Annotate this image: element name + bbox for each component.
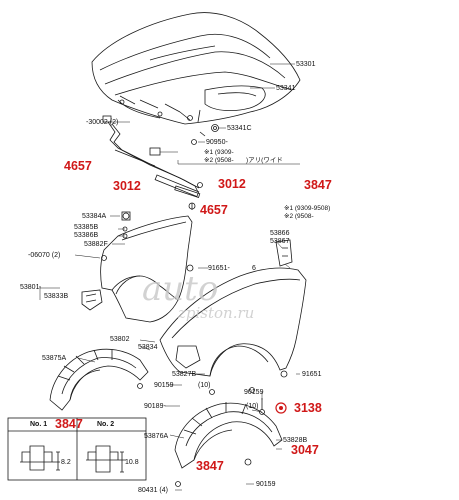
clip-3138-icon: [275, 402, 287, 414]
part-6: 6: [252, 265, 256, 272]
part-53866: 53866: [270, 230, 290, 237]
part-90159-a: 90159: [154, 382, 174, 389]
part-53828b: 53828B: [283, 437, 308, 444]
part-53801: 53801: [20, 284, 40, 291]
fastener-drawings: [121, 211, 255, 395]
note-2b: ※2 (9508-: [284, 213, 314, 220]
note-1b: ※2 (9508-: [204, 157, 234, 164]
leader-lines: [39, 63, 300, 491]
part-90159-b: 90159: [244, 389, 264, 396]
left-fender-drawing: [81, 215, 194, 323]
part-10-a: (10): [198, 382, 211, 389]
part-53341: 53341: [276, 85, 296, 92]
part-91651-a: 91651-: [208, 265, 230, 272]
part-53341c: 53341C: [227, 125, 252, 132]
group-4657-b[interactable]: 4657: [200, 203, 228, 217]
right-fender-drawing: [159, 239, 307, 378]
part-53867: 53867: [270, 238, 290, 245]
part-80431: 80431 (4): [138, 487, 168, 494]
group-3847-a[interactable]: 3847: [304, 178, 332, 192]
legend-dim-1: 8.2: [61, 459, 71, 466]
group-3012-b[interactable]: 3012: [218, 177, 246, 191]
part-90950: 90950-: [206, 139, 228, 146]
part-53386b: 53386B: [74, 232, 99, 239]
part-53385b: 53385B: [74, 224, 99, 231]
legend-dim-2: 10.8: [125, 459, 139, 466]
part-30002: -30002 (2): [86, 119, 119, 126]
part-53876a: 53876A: [144, 433, 169, 440]
hood-drawing: [91, 12, 301, 125]
watermark-logo: auto: [142, 269, 219, 309]
part-53834: 53834: [138, 344, 158, 351]
part-53833b: 53833B: [44, 293, 69, 300]
group-4657-a[interactable]: 4657: [64, 159, 92, 173]
part-10-b: (10): [246, 403, 259, 410]
group-3138[interactable]: 3138: [294, 401, 322, 415]
legend-drawing: [7, 417, 147, 481]
legend-col-1: No. 1: [30, 421, 48, 428]
left-liner-drawing: [49, 348, 149, 411]
legend-col-2: No. 2: [97, 421, 115, 428]
part-53301: 53301: [296, 61, 316, 68]
part-90189: 90189-: [144, 403, 166, 410]
part-53802: 53802: [110, 336, 130, 343]
group-3847-b[interactable]: 3847: [55, 417, 83, 431]
part-90159-c: 90159: [256, 481, 276, 488]
group-3012-a[interactable]: 3012: [113, 179, 141, 193]
note-1a: ※1 (9309-: [204, 149, 234, 156]
group-3847-c[interactable]: 3847: [196, 459, 224, 473]
watermark-site: zpiston.ru: [178, 304, 255, 322]
part-53882f: 53882F: [84, 241, 108, 248]
seal-drawing: [102, 115, 219, 210]
part-53827b: 53827B: [172, 371, 197, 378]
part-91651-b: 91651: [302, 371, 322, 378]
part-53875a: 53875A: [42, 355, 67, 362]
note-1c: )アリ(ワイド: [246, 157, 283, 164]
part-06070: -06070 (2): [28, 252, 61, 259]
note-2a: ※1 (9309-9508): [284, 205, 331, 212]
group-3047[interactable]: 3047: [291, 443, 319, 457]
part-53384a: 53384A: [82, 213, 107, 220]
right-liner-drawing: [174, 398, 283, 487]
